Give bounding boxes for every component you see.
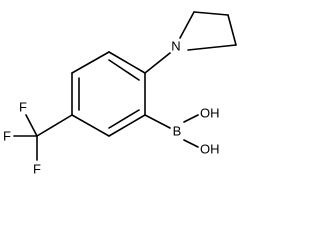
ring-double-bond [108, 109, 140, 129]
ring-to-boron-bond [144, 114, 171, 129]
ring-bond [71, 114, 110, 137]
ring-bond [108, 51, 146, 74]
pyrrolidine-bond [227, 14, 237, 46]
fluorine-bottom-label: F [33, 162, 41, 177]
boron-oh-bond [183, 114, 199, 123]
ring-to-cf3-bond [36, 114, 73, 137]
chemical-structure-diagram: N B OH OH F F F [3, 11, 237, 177]
hydroxyl-bottom-label: OH [200, 142, 220, 157]
ring-bond [71, 51, 110, 74]
ring-to-nitrogen-bond [144, 52, 171, 74]
trifluoromethyl-group: F F F [3, 100, 73, 177]
pyrrolidine-bond [179, 11, 195, 39]
fluorine-left-label: F [3, 129, 11, 144]
pyrrolidine-bond [187, 44, 237, 51]
pyrrolidine-ring: N [144, 11, 237, 74]
fluorine-top-label: F [19, 100, 27, 115]
boronic-acid-group: B OH OH [144, 106, 220, 157]
carbon-fluorine-bond [25, 114, 38, 137]
ring-bond [108, 114, 146, 137]
hydroxyl-top-label: OH [200, 106, 220, 121]
boron-label: B [173, 124, 182, 139]
ring-double-bond [108, 59, 140, 81]
nitrogen-label: N [171, 39, 180, 54]
benzene-ring [71, 51, 146, 137]
boron-oh-bond [183, 139, 199, 148]
pyrrolidine-bond [193, 11, 229, 16]
